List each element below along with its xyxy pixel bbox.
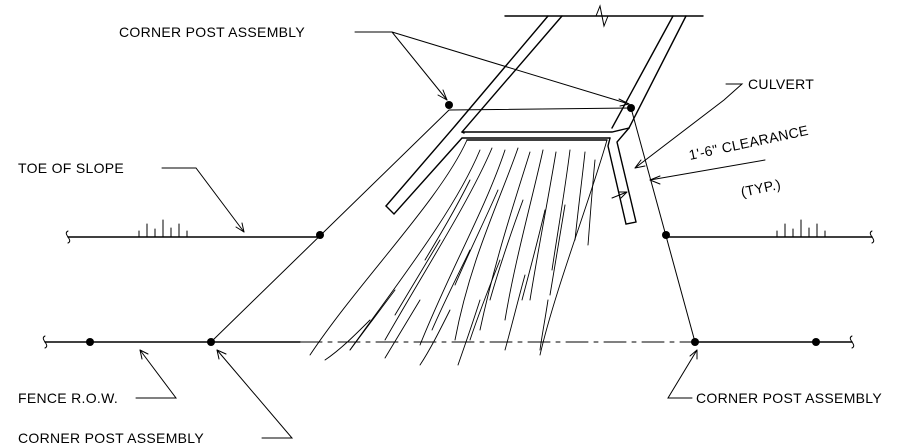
- post-fence-right: [691, 338, 699, 346]
- leader-corner-bl: [216, 349, 294, 439]
- label-fence-row: FENCE R.O.W.: [18, 390, 118, 406]
- leader-clearance: [649, 159, 766, 181]
- post-fence-left: [207, 338, 215, 346]
- arrow-fence: [139, 349, 149, 360]
- fence-diagonal-left: [210, 107, 632, 343]
- label-toe-of-slope: TOE OF SLOPE: [18, 160, 124, 176]
- break-symbol: [595, 4, 609, 28]
- leader-corner-top: [354, 31, 630, 105]
- toe-break-right: [869, 230, 875, 244]
- fence-diagonals: [210, 107, 696, 343]
- post-fence-far-left: [86, 338, 94, 346]
- labels: CORNER POST ASSEMBLY CULVERT 1'-6" CLEAR…: [18, 24, 882, 445]
- toe-break-left: [65, 230, 71, 244]
- leader-culvert: [634, 83, 744, 169]
- post-toe-left: [316, 231, 324, 239]
- leader-toe: [161, 167, 245, 233]
- arrow-culvert: [634, 159, 646, 169]
- post-top-left: [445, 101, 453, 109]
- arrow-corner-bl: [216, 349, 227, 360]
- left-wall-inner: [460, 15, 563, 134]
- slope-ticks-right: [776, 219, 826, 238]
- leaders: [135, 31, 766, 439]
- label-typ: (TYP.): [739, 176, 782, 200]
- culvert-walls: [385, 4, 704, 225]
- headwall-top: [461, 127, 630, 133]
- toe-of-slope-lines: [65, 219, 875, 244]
- fence-break-right: [849, 335, 855, 349]
- leader-fence: [135, 349, 177, 399]
- label-corner-post-bottom-left: CORNER POST ASSEMBLY: [18, 430, 204, 445]
- label-corner-post-top: CORNER POST ASSEMBLY: [119, 24, 305, 40]
- channel-flow-hatch: [309, 139, 608, 366]
- label-clearance: 1'-6" CLEARANCE: [687, 122, 810, 163]
- arrow-clearance-left: [618, 191, 628, 199]
- arrow-clearance: [649, 175, 661, 185]
- post-fence-far-right: [812, 338, 820, 346]
- arrow-corner-top-b: [618, 98, 630, 107]
- arrow-toe: [235, 222, 245, 233]
- post-toe-right: [662, 231, 670, 239]
- arrow-corner-top-a: [437, 89, 448, 101]
- arrow-corner-br: [689, 349, 698, 360]
- post-top-right: [627, 104, 635, 112]
- right-wing-outer: [607, 127, 637, 225]
- corner-posts: [86, 101, 820, 346]
- slope-ticks-left: [138, 219, 188, 238]
- fence-row-line: [42, 335, 855, 349]
- leader-corner-br: [667, 349, 698, 399]
- dim-clearance-left: [611, 191, 628, 199]
- right-wall-inner: [611, 15, 674, 129]
- left-wall-outer: [385, 15, 549, 207]
- label-culvert: CULVERT: [748, 76, 814, 92]
- fence-break-left: [42, 335, 48, 349]
- right-wall-outer: [628, 15, 687, 129]
- left-wall-end: [385, 137, 611, 216]
- label-corner-post-bottom-right: CORNER POST ASSEMBLY: [696, 390, 882, 406]
- fence-diagonal-right: [630, 107, 696, 343]
